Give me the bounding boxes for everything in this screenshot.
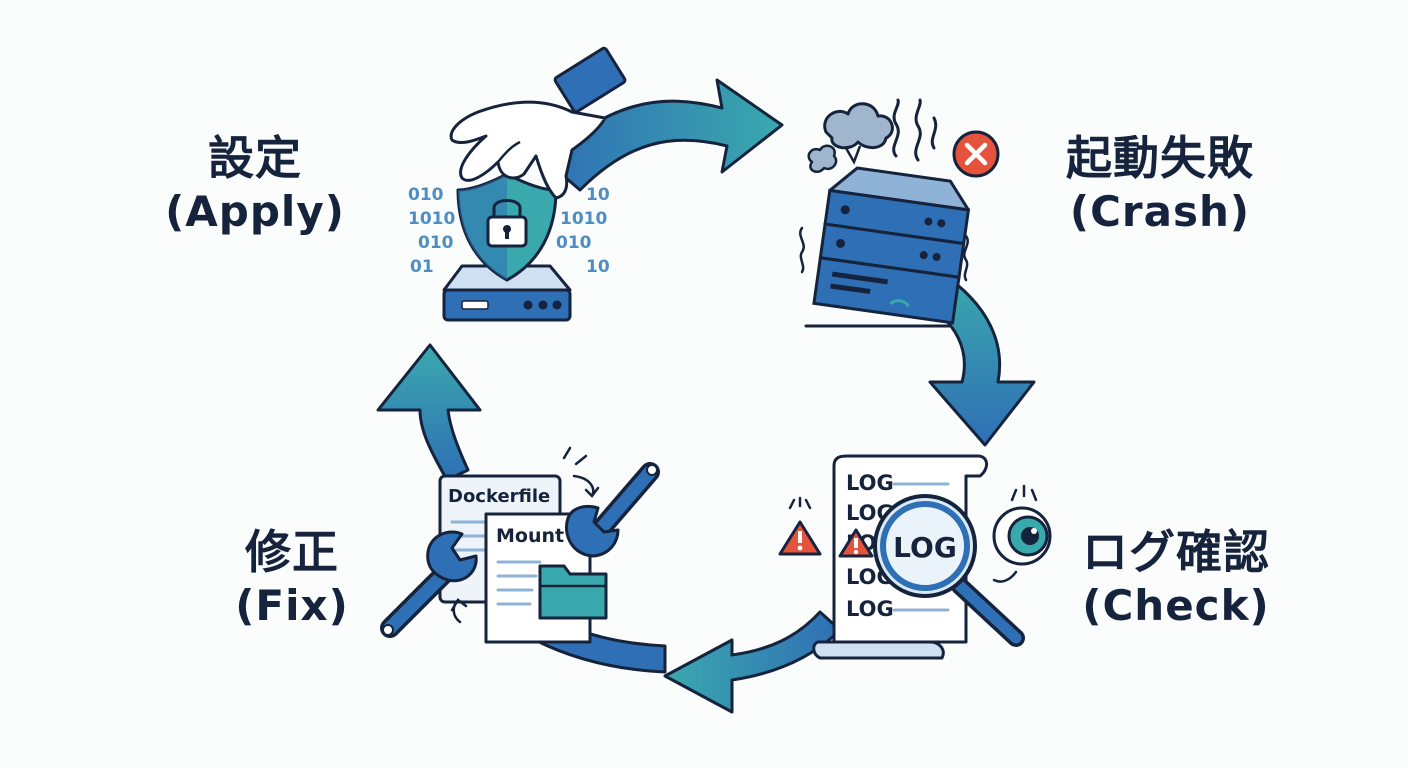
edit-sparkle-icon bbox=[450, 446, 600, 624]
log-line-0: LOG bbox=[846, 471, 894, 495]
heat-wave-icon bbox=[892, 98, 938, 162]
step-fix-jp: 修正 bbox=[245, 525, 339, 579]
crash-illustration bbox=[799, 98, 1000, 328]
binary-left-2: 010 bbox=[418, 233, 454, 253]
step-label-fix: 修正 (Fix) bbox=[222, 524, 362, 631]
check-illustration: LOG LOG LOG LOG LOG bbox=[778, 454, 1052, 660]
mount-label: Mount bbox=[496, 525, 564, 547]
eye-icon bbox=[992, 484, 1052, 583]
step-label-apply: 設定 (Apply) bbox=[150, 130, 360, 237]
hand-icon bbox=[449, 46, 627, 200]
wrench-icon bbox=[380, 462, 660, 638]
arrow-fix-to-apply bbox=[376, 343, 482, 482]
magnifier-icon: LOG bbox=[873, 494, 1025, 647]
smoke-cloud-icon bbox=[807, 102, 894, 173]
apply-illustration: 010 1010 010 01 10 1010 010 10 bbox=[408, 46, 627, 322]
fix-illustration: Dockerfile Mount bbox=[380, 446, 660, 644]
binary-left-1: 1010 bbox=[408, 209, 455, 229]
dockerfile-label: Dockerfile bbox=[448, 486, 550, 507]
step-apply-en: (Apply) bbox=[165, 187, 345, 237]
arrow-apply-to-crash bbox=[543, 78, 784, 192]
binary-left: 010 1010 010 01 bbox=[408, 185, 455, 277]
binary-right-0: 10 bbox=[586, 185, 610, 205]
step-check-jp: ログ確認 bbox=[1082, 525, 1270, 579]
warning-icon-small bbox=[838, 528, 874, 558]
magnifier-label: LOG bbox=[893, 531, 957, 564]
folder-icon bbox=[538, 564, 608, 620]
binary-right: 10 1010 010 10 bbox=[556, 185, 610, 277]
step-label-crash: 起動失敗 (Crash) bbox=[1040, 130, 1280, 237]
binary-right-3: 10 bbox=[586, 257, 610, 277]
shake-lines-icon bbox=[799, 226, 969, 282]
shield-lock-icon bbox=[456, 172, 558, 282]
tilted-server-icon bbox=[812, 166, 971, 325]
log-line-4: LOG bbox=[846, 597, 894, 621]
step-fix-en: (Fix) bbox=[235, 581, 349, 631]
step-check-en: (Check) bbox=[1082, 581, 1270, 631]
binary-right-2: 010 bbox=[556, 233, 592, 253]
error-x-icon bbox=[952, 130, 1000, 178]
binary-left-3: 01 bbox=[410, 257, 434, 277]
step-apply-jp: 設定 bbox=[208, 131, 302, 185]
warning-icon-left bbox=[778, 496, 822, 556]
binary-left-0: 010 bbox=[408, 185, 444, 205]
step-label-check: ログ確認 (Check) bbox=[1066, 524, 1286, 631]
step-crash-jp: 起動失敗 bbox=[1066, 131, 1254, 185]
binary-right-1: 1010 bbox=[560, 209, 607, 229]
step-crash-en: (Crash) bbox=[1069, 187, 1251, 237]
